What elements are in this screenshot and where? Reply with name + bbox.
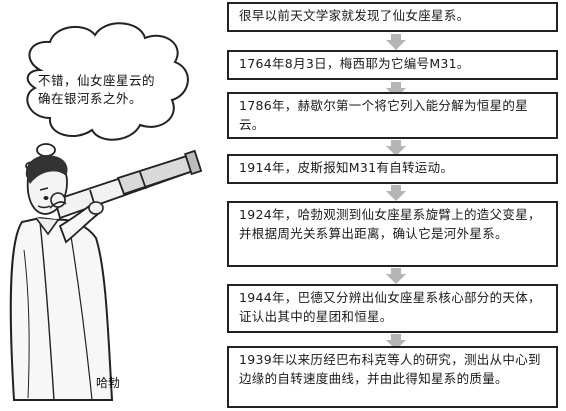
hubble-head bbox=[25, 155, 68, 215]
down-arrow-icon bbox=[386, 34, 406, 50]
hubble-figure bbox=[9, 149, 203, 401]
down-arrow-icon bbox=[386, 140, 406, 156]
timeline-box: 1944年，巴德又分辨出仙女座星系核心部分的天体，证认出其中的星团和恒星。 bbox=[227, 284, 558, 333]
timeline-text: 1764年8月3日，梅西耶为它编号M31。 bbox=[239, 56, 470, 71]
down-arrow-icon bbox=[386, 185, 406, 201]
timeline-text: 很早以前天文学家就发现了仙女座星系。 bbox=[239, 8, 470, 23]
timeline-text: 1939年以来历经巴布科克等人的研究，测出从中心到边缘的自转速度曲线，并由此得知… bbox=[239, 352, 541, 386]
timeline-box: 1764年8月3日，梅西耶为它编号M31。 bbox=[227, 50, 558, 80]
speech-bubble-text: 不错，仙女座星云的确在银河系之外。 bbox=[38, 73, 156, 106]
speech-bubble bbox=[25, 22, 189, 171]
down-arrow-icon bbox=[386, 82, 406, 98]
timeline-text: 1924年，哈勃观测到仙女座星系旋臂上的造父变星，并根据周光关系算出距离，确认它… bbox=[239, 207, 541, 241]
figure-name-label: 哈勃 bbox=[96, 376, 121, 390]
telescope-icon bbox=[53, 149, 203, 220]
timeline-box: 1924年，哈勃观测到仙女座星系旋臂上的造父变星，并根据周光关系算出距离，确认它… bbox=[227, 201, 558, 267]
timeline-box: 1939年以来历经巴布科克等人的研究，测出从中心到边缘的自转速度曲线，并由此得知… bbox=[227, 346, 558, 408]
down-arrow-icon bbox=[386, 334, 406, 350]
down-arrow-icon bbox=[386, 268, 406, 284]
timeline-box: 1914年，皮斯报知M31有自转运动。 bbox=[227, 154, 558, 184]
timeline-box: 1786年，赫歇尔第一个将它列入能分解为恒星的星云。 bbox=[227, 92, 558, 139]
timeline-text: 1944年，巴德又分辨出仙女座星系核心部分的天体，证认出其中的星团和恒星。 bbox=[239, 290, 541, 324]
timeline-text: 1914年，皮斯报知M31有自转运动。 bbox=[239, 160, 454, 175]
timeline-box: 很早以前天文学家就发现了仙女座星系。 bbox=[227, 2, 558, 32]
timeline-text: 1786年，赫歇尔第一个将它列入能分解为恒星的星云。 bbox=[239, 98, 529, 132]
